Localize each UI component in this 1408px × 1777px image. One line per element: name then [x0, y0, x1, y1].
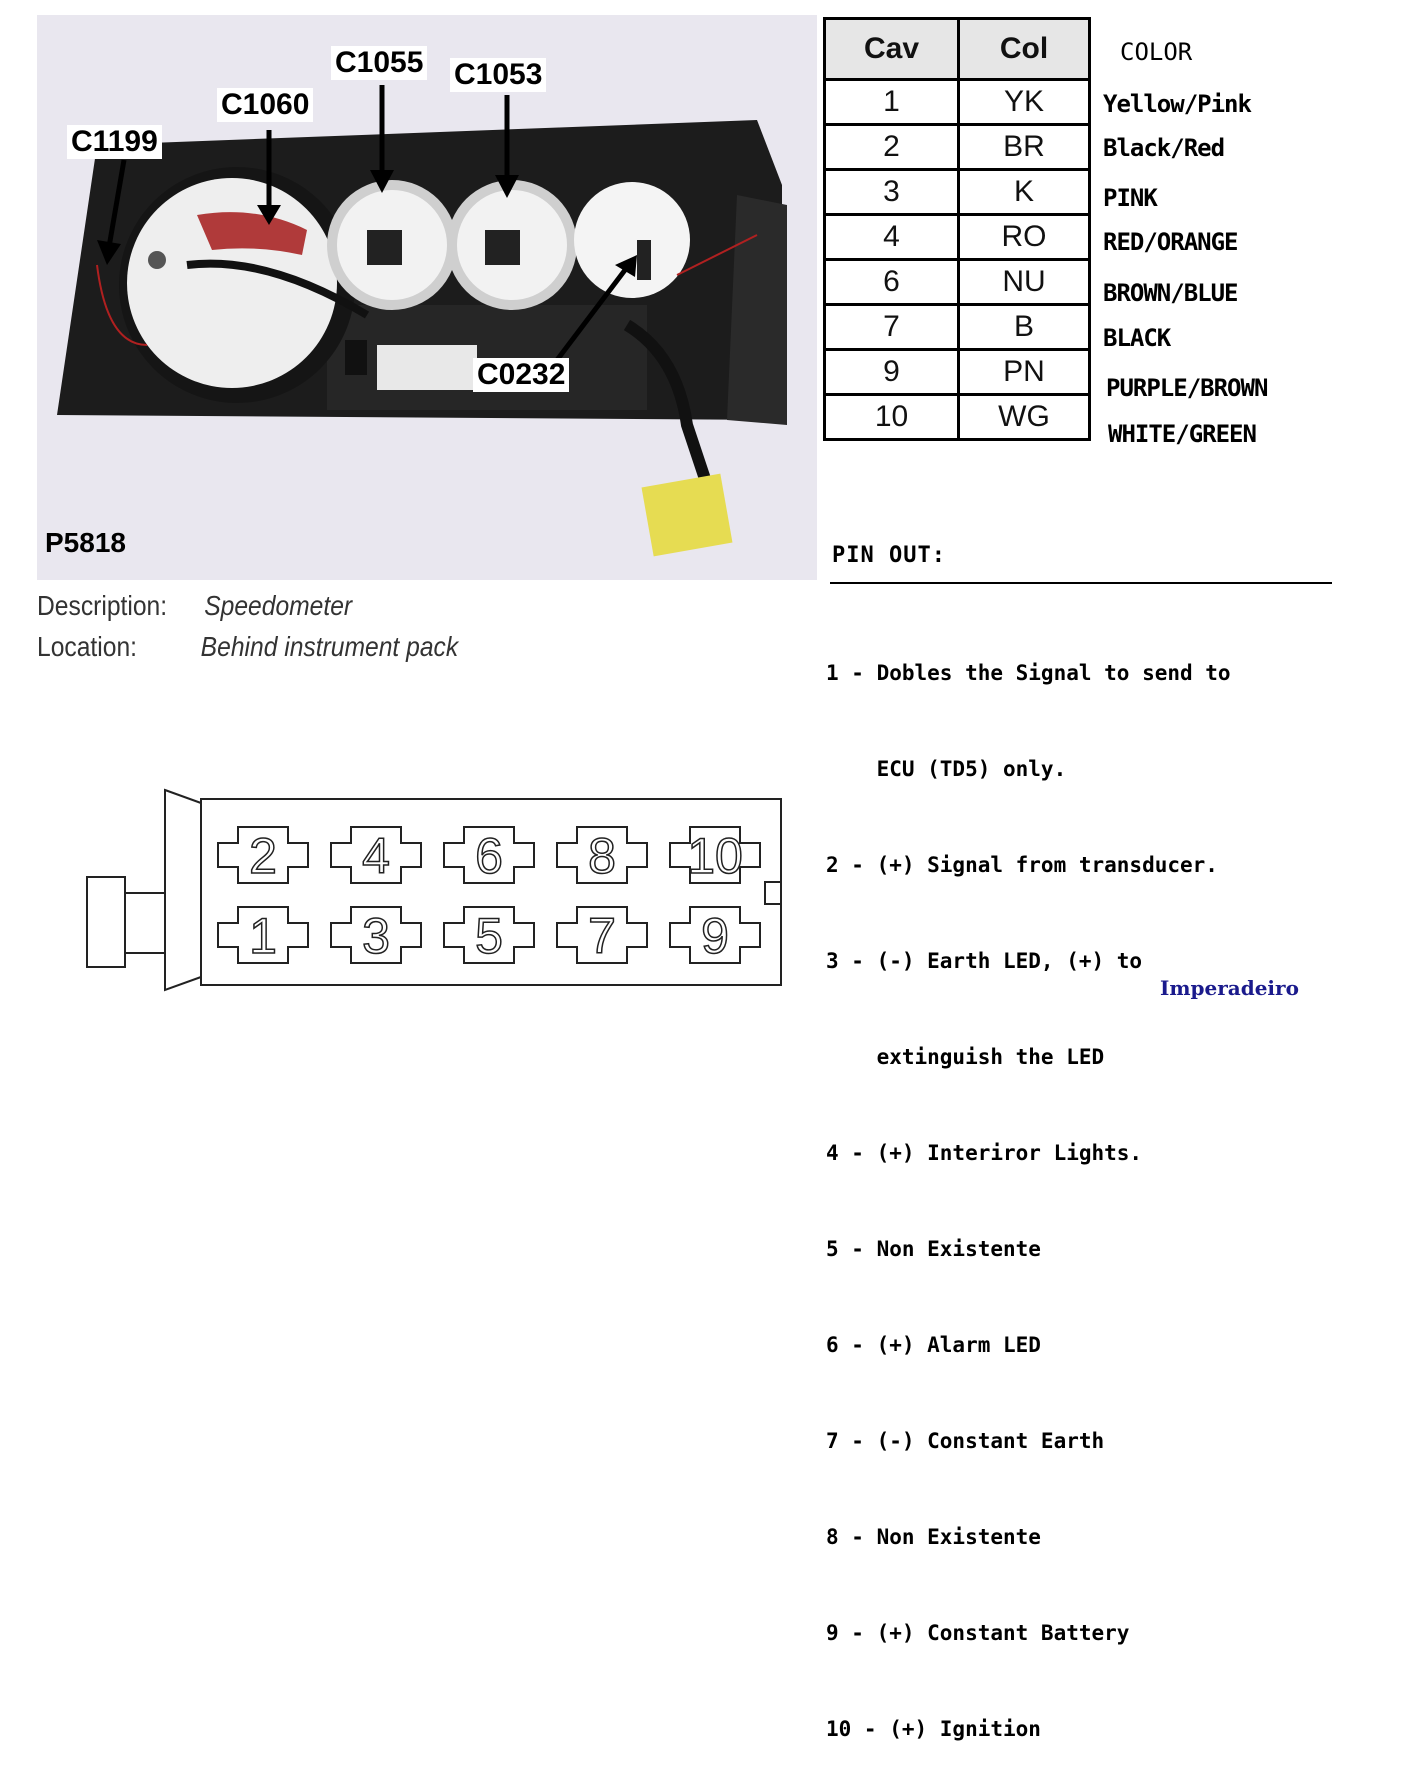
color-name: Yellow/Pink: [1103, 90, 1252, 118]
connector-cavity: 8: [556, 826, 648, 885]
callout-c1053: C1053: [450, 58, 547, 92]
pinout-line: extinguish the LED: [826, 1045, 1105, 1069]
pinout-line: 3 - (-) Earth LED, (+) to: [826, 949, 1143, 973]
col-cell: PN: [957, 348, 1091, 396]
callout-c1055: C1055: [331, 46, 428, 80]
instrument-pack-photo: C1199 C1060 C1055 C1053 C0232 P5818: [37, 15, 817, 580]
col-cell: WG: [957, 393, 1091, 441]
column-header-col: Col: [957, 17, 1091, 81]
col-cell: B: [957, 303, 1091, 351]
cavity-number: 10: [687, 828, 743, 884]
cavity-outline: [443, 826, 535, 884]
pinout-line: 10 - (+) Ignition: [826, 1717, 1041, 1741]
connector-cavity: 10: [669, 826, 761, 885]
pinout-line: 5 - Non Existente: [826, 1237, 1041, 1261]
cavity-number: 5: [475, 908, 503, 964]
connector-cavity: 5: [443, 906, 535, 965]
col-cell: K: [957, 168, 1091, 216]
pinout-line: ECU (TD5) only.: [826, 757, 1067, 781]
cavity-number: 2: [249, 828, 277, 884]
pinout-title: PIN OUT:: [832, 543, 946, 568]
cavity-outline: [217, 906, 309, 964]
connector-cavity: 9: [669, 906, 761, 965]
cavity-number: 4: [362, 828, 390, 884]
cavity-outline: [330, 826, 422, 884]
color-name: WHITE/GREEN: [1108, 420, 1257, 448]
cavity-number: 6: [475, 828, 503, 884]
cav-cell: 1: [823, 78, 960, 126]
color-name: Black/Red: [1103, 134, 1225, 162]
cav-cell: 6: [823, 258, 960, 306]
col-cell: NU: [957, 258, 1091, 306]
cavity-outline: [556, 826, 648, 884]
cav-cell: 2: [823, 123, 960, 171]
cavity-outline: [556, 906, 648, 964]
col-cell: RO: [957, 213, 1091, 261]
cavity-outline: [330, 906, 422, 964]
pinout-line: 6 - (+) Alarm LED: [826, 1333, 1041, 1357]
cavity-number: 7: [588, 908, 616, 964]
cavity-outline: [217, 826, 309, 884]
connector-face-diagram: 2 4 6 8 10 1 3 5 7 9: [86, 788, 782, 992]
cavity-outline: [443, 906, 535, 964]
color-name: BROWN/BLUE: [1103, 279, 1238, 307]
callout-c0232: C0232: [473, 358, 570, 392]
column-header-cav: Cav: [823, 17, 960, 81]
author-credit: Imperadeiro: [1160, 976, 1299, 1000]
color-name: PINK: [1103, 184, 1158, 212]
callout-c1060: C1060: [217, 88, 314, 122]
instrument-pack-illustration: [57, 85, 787, 557]
location-label: Location:: [37, 631, 138, 662]
cavity-outline: [669, 906, 761, 964]
color-name: BLACK: [1103, 324, 1171, 352]
col-cell: YK: [957, 78, 1091, 126]
table-header-row: Cav Col: [823, 17, 1091, 81]
color-name: RED/ORANGE: [1103, 228, 1238, 256]
description-line: Description: Speedometer: [37, 590, 352, 622]
location-value: Behind instrument pack: [200, 631, 459, 662]
pinout-line: 8 - Non Existente: [826, 1525, 1041, 1549]
cav-cell: 9: [823, 348, 960, 396]
connector-cavity: 7: [556, 906, 648, 965]
callout-c1199: C1199: [67, 125, 162, 159]
pinout-line: 2 - (+) Signal from transducer.: [826, 853, 1218, 877]
pinout-line: 7 - (-) Constant Earth: [826, 1429, 1105, 1453]
color-name: PURPLE/BROWN: [1106, 374, 1268, 402]
pinout-line: 1 - Dobles the Signal to send to: [826, 661, 1231, 685]
connector-cavity: 6: [443, 826, 535, 885]
location-line: Location: Behind instrument pack: [37, 631, 458, 663]
cavity-number: 1: [249, 908, 277, 964]
cav-cell: 3: [823, 168, 960, 216]
description-label: Description:: [37, 590, 168, 621]
connector-cavity: 1: [217, 906, 309, 965]
cav-cell: 4: [823, 213, 960, 261]
cav-cell: 7: [823, 303, 960, 351]
pinout-line: 9 - (+) Constant Battery: [826, 1621, 1130, 1645]
pinout-line: 4 - (+) Interiror Lights.: [826, 1141, 1143, 1165]
cavity-number: 8: [588, 828, 616, 884]
color-heading: COLOR: [1120, 38, 1193, 66]
pinout-list: 1 - Dobles the Signal to send to ECU (TD…: [826, 593, 1231, 1777]
cavity-grid: 2 4 6 8 10 1 3 5 7 9: [217, 826, 761, 965]
pinout-divider: [830, 582, 1332, 584]
description-value: Speedometer: [204, 590, 353, 621]
cavity-outline: [669, 826, 761, 884]
cav-cell: 10: [823, 393, 960, 441]
col-cell: BR: [957, 123, 1091, 171]
cavity-number: 3: [362, 908, 390, 964]
connector-cavity: 4: [330, 826, 422, 885]
cavity-number: 9: [701, 908, 729, 964]
connector-cavity: 3: [330, 906, 422, 965]
photo-id-label: P5818: [45, 527, 126, 558]
connector-cavity: 2: [217, 826, 309, 885]
